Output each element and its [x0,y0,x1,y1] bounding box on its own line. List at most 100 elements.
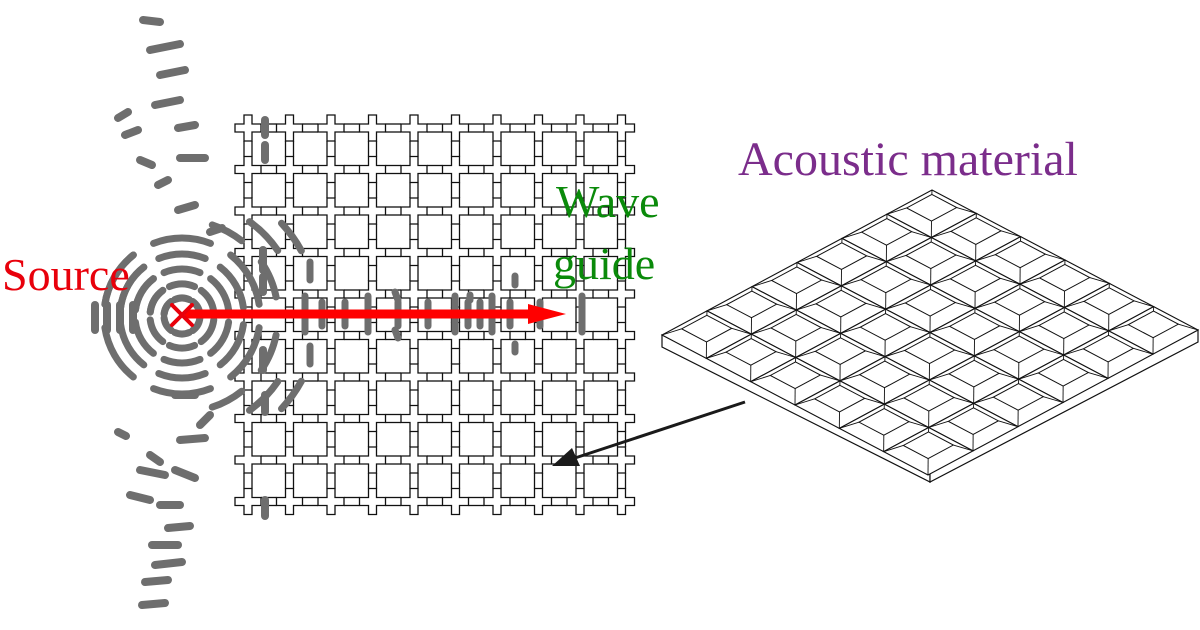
wave-dash [150,234,214,247]
material-cell-edge [928,420,949,428]
material-cell-edge [884,397,905,405]
lattice-junction [441,155,470,184]
wave-dash [278,377,305,413]
wave-dash [146,451,164,466]
material-cell-edge [1133,347,1154,355]
material-cell-edge [998,420,1019,428]
material-cell-edge [884,350,905,358]
wave-dash [207,318,233,357]
lattice-junction [234,446,262,474]
lattice-junction [441,404,470,433]
lattice-junction [234,155,262,184]
material-cell-edge [1064,300,1085,308]
material-cell-edge [930,278,951,286]
material-cell-edge [1044,301,1065,308]
lattice-junction [607,487,636,516]
material-cell-edge [796,303,817,311]
material-cell-edge [865,302,886,310]
wave-dash [101,251,137,308]
material-cell-edge [953,444,974,452]
material-cell-edge [751,280,772,288]
material-cell-edge [974,349,995,357]
material-cell-edge [866,255,887,263]
material-cell-edge [795,350,816,358]
material-cell-edge [911,231,932,238]
material-cell-edge [839,374,860,382]
material-cell-edge [1019,325,1040,333]
lattice-junction [483,321,511,350]
lattice-junction [483,487,511,516]
material-cell-edge [956,207,977,214]
material-cell-edge [1000,277,1021,285]
material-cell-edge [1043,396,1064,403]
material-cell-edge [750,375,771,383]
material-cell-edge [776,303,797,311]
arrow-down-left-icon [552,400,746,466]
wave-dash [151,558,186,569]
wave-dash [121,126,142,139]
material-cell-edge [886,207,907,215]
wave-dash [146,286,167,316]
wave-dash [136,156,156,169]
wave-dash [155,369,209,382]
lattice-junction [524,114,553,142]
lattice-junction [566,363,594,391]
lattice-junction [483,446,511,474]
material-cell-edge [929,373,950,381]
lattice-junction [234,114,262,142]
wave-dash [114,108,132,122]
wave-dash [155,250,209,263]
lattice-junction [483,404,511,433]
lattice-junction [441,114,470,142]
pointer-arrow-head [552,448,580,466]
lattice-junction [607,404,636,433]
lattice-junction [483,363,511,391]
lattice-junction [607,321,636,350]
lattice-junction [275,155,304,184]
wave-dash [171,466,199,482]
lattice-junction [441,238,470,267]
lattice-junction [358,155,387,184]
lattice-junction [483,280,511,308]
material-cell-edge [839,421,860,429]
wave-dash [196,411,214,429]
lattice-junction [358,114,387,142]
lattice-junction [483,238,511,267]
material-cell-edge [661,328,682,336]
material-cell-edge [1000,230,1021,238]
lattice-junction [400,487,428,516]
lattice-junction [400,197,428,225]
lattice-junction [317,155,345,184]
material-cell-edge [840,326,861,334]
lattice-junction [400,114,428,142]
acoustic-wave-pattern [91,16,586,609]
lattice-junction [400,238,428,267]
material-cell-edge [841,279,862,287]
wave-dash [160,297,175,318]
lattice-junction [566,487,594,516]
material-cell-edge [1043,348,1064,356]
material-cell-edge [820,374,841,382]
wave-dash [197,316,218,346]
lattice-junction [358,404,387,433]
lattice-junction [607,114,636,142]
lattice-junction [275,280,304,308]
material-cell-edge [1133,300,1154,308]
material-cell-edge [1018,372,1039,380]
material-cell-edge [974,301,995,309]
material-cell-edge [1045,253,1066,261]
material-cell-edge [1178,323,1199,331]
material-cell-edge [706,304,727,312]
material-cell-edge [885,302,906,310]
lattice-junction [524,404,553,433]
lattice-junction [317,404,345,433]
material-cell-edge [975,254,996,262]
lattice-junction [441,446,470,474]
material-cell-edge [931,230,952,238]
material-cell-edge [999,325,1020,333]
material-cell-edge [908,421,929,428]
lattice-junction [317,197,345,225]
lattice-junction [275,446,304,474]
wave-dash [207,275,233,314]
